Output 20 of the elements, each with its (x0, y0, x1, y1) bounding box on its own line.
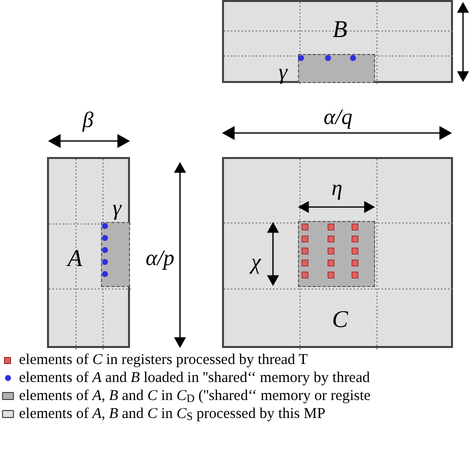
legend-text: elements of A, B and C in C$_{D}$ (''shared‘‘ memory or registe (19, 388, 371, 404)
matrix-block (222, 157, 453, 348)
matrix-label: C (332, 308, 348, 332)
submatrix-block (298, 221, 375, 287)
submatrix-block (101, 222, 130, 287)
dimension-label: η (332, 177, 342, 199)
dimension-label: α/p (146, 247, 174, 269)
legend-text: elements of C in registers processed by thread T (19, 352, 308, 368)
legend-text: elements of A and B loaded in ''shared‘‘ memory by thread (19, 370, 370, 386)
matrix-label: A (68, 247, 82, 271)
dimension-label: β (82, 109, 94, 131)
dimension-label: χ (251, 251, 261, 273)
matrix-block (47, 157, 130, 348)
dimension-label: γ (112, 197, 122, 219)
legend-text: elements of A, B and C in C$_{S}$ processed by this MP (19, 406, 326, 422)
matrix-block (222, 0, 453, 83)
matrix-label: B (332, 18, 348, 42)
dimension-label: γ (278, 61, 288, 83)
dimension-label: α/q (324, 106, 352, 128)
submatrix-block (298, 54, 375, 83)
